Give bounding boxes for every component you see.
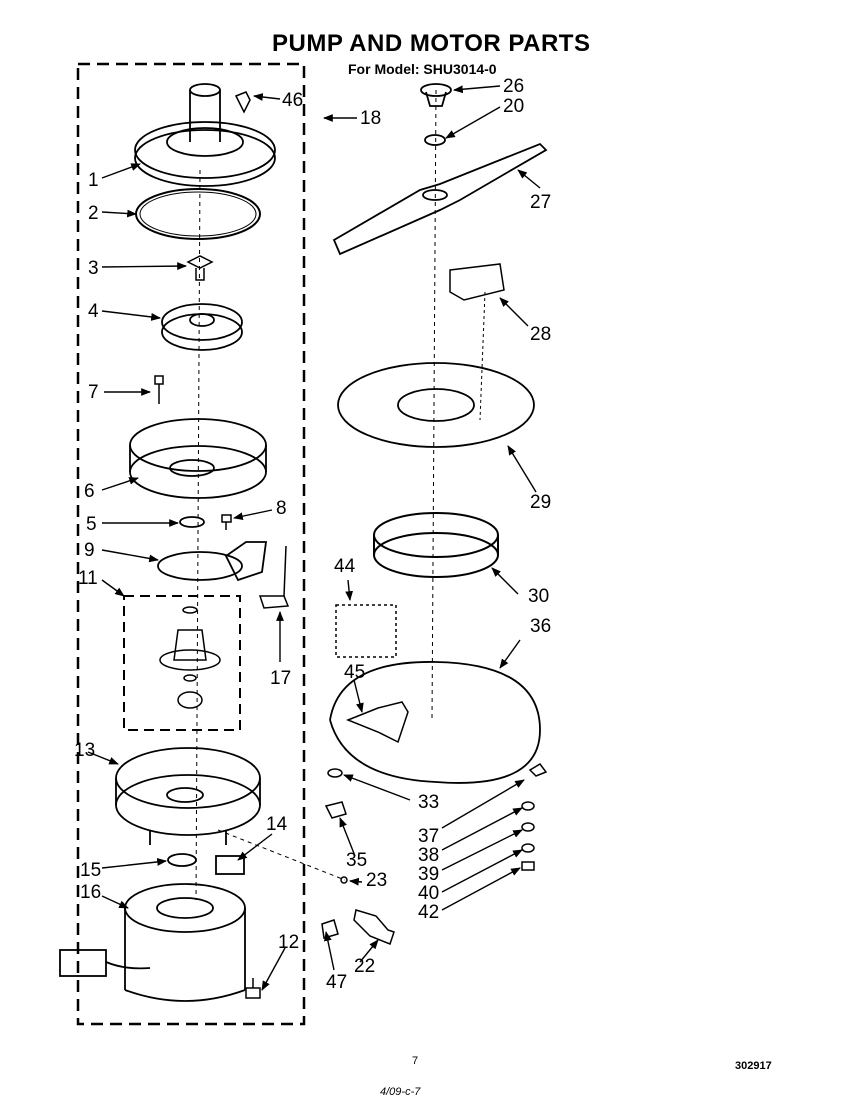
callout-12: 12	[278, 932, 299, 953]
callout-38: 38	[418, 845, 439, 866]
callout-23: 23	[366, 870, 387, 891]
callout-35: 35	[346, 850, 367, 871]
part-17-lever	[258, 545, 290, 609]
part-33-clip	[327, 768, 343, 778]
impeller-assembly-boundary	[123, 595, 241, 731]
callout-29: 29	[530, 492, 551, 513]
callout-16: 16	[80, 882, 101, 903]
callout-37: 37	[418, 826, 439, 847]
callout-13: 13	[74, 740, 95, 761]
callout-20: 20	[503, 96, 524, 117]
part-1-pump-cover	[134, 83, 276, 187]
pump-assembly-boundary	[76, 62, 306, 1026]
callout-47: 47	[326, 972, 347, 993]
callout-26: 26	[503, 76, 524, 97]
callout-6: 6	[84, 481, 95, 502]
callout-4: 4	[88, 301, 99, 322]
part-23-washer	[340, 876, 348, 884]
callout-17: 17	[270, 668, 291, 689]
leader-lines	[87, 85, 541, 991]
callout-39: 39	[418, 864, 439, 885]
part-2-o-ring	[135, 188, 261, 240]
part-28-deflector	[449, 263, 505, 301]
callout-14: 14	[266, 814, 288, 835]
part-11-impeller	[159, 606, 221, 709]
part-22-sensor	[353, 909, 395, 945]
document-code: 302917	[735, 1060, 772, 1072]
callout-3: 3	[88, 258, 99, 279]
callout-40: 40	[418, 883, 439, 904]
callout-46: 46	[282, 90, 303, 111]
part-35-clip	[324, 801, 347, 819]
part-29-filter-screen	[337, 362, 535, 448]
callout-45: 45	[344, 662, 365, 683]
part-13-motor-mount	[115, 747, 261, 845]
handwritten-note: 4/09-c-7	[380, 1086, 421, 1098]
callout-22: 22	[354, 956, 375, 977]
part-9-plate	[157, 541, 268, 582]
part-14-bracket	[215, 855, 245, 875]
callout-9: 9	[84, 540, 95, 561]
callout-8: 8	[276, 498, 287, 519]
part-45-bracket	[345, 701, 409, 744]
callout-2: 2	[88, 203, 99, 224]
part-3-fitting	[186, 255, 214, 281]
part-6-pump-body	[129, 418, 267, 499]
callout-30: 30	[528, 586, 549, 607]
part-46-clip	[234, 91, 251, 114]
callout-44: 44	[334, 556, 356, 577]
callout-42: 42	[418, 902, 439, 923]
callout-27: 27	[530, 192, 551, 213]
part-36-wire-ring	[329, 661, 541, 784]
page-number: 7	[412, 1055, 419, 1067]
callout-15: 15	[80, 860, 101, 881]
part-26-cap	[420, 83, 452, 107]
part-47-clip	[321, 919, 339, 939]
part-5-washer	[179, 516, 205, 528]
part-30-ring	[373, 512, 499, 578]
callout-28: 28	[530, 324, 551, 345]
callout-36: 36	[530, 616, 551, 637]
part-4-chopper	[161, 303, 243, 351]
callout-11: 11	[78, 568, 98, 589]
model-subtitle: For Model: SHU3014-0	[348, 61, 497, 77]
callout-7: 7	[88, 382, 99, 403]
part-8-screw	[221, 514, 232, 530]
part-20-washer	[424, 134, 446, 146]
part-15-seal	[167, 853, 197, 867]
part-27-spray-arm	[332, 142, 548, 256]
part-16-motor	[59, 883, 246, 1002]
callout-18: 18	[360, 108, 381, 129]
callout-1: 1	[88, 170, 99, 191]
callout-33: 33	[418, 792, 439, 813]
parts-37-42-hardware	[521, 763, 548, 871]
page-title: PUMP AND MOTOR PARTS	[272, 30, 591, 57]
part-12-screw	[245, 978, 261, 999]
bearing-kit-box	[335, 604, 397, 658]
part-7-screw	[154, 375, 164, 404]
callout-5: 5	[86, 514, 97, 535]
